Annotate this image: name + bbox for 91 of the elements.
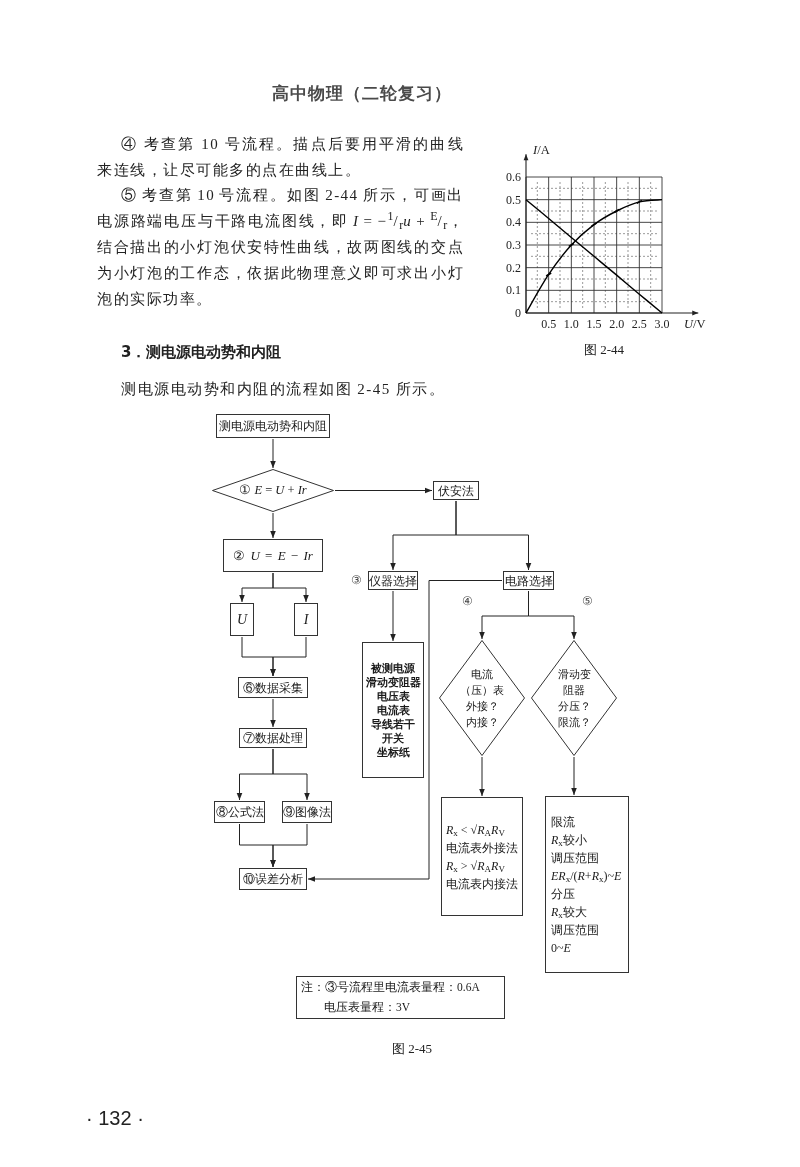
box-text: ⑩误差分析: [243, 871, 303, 888]
figure-caption: 图 2-44: [582, 341, 626, 359]
axis-label: U/V: [684, 317, 706, 331]
tick-label: 0.5: [540, 317, 558, 331]
formula-text: ① E = U + Ir: [239, 482, 307, 500]
list-item: 滑动变阻器: [365, 675, 421, 689]
tick-label: 0.3: [505, 238, 521, 252]
tick-label: 0.6: [505, 170, 521, 184]
question-text: 外接？: [465, 699, 499, 714]
tick-label: 2.0: [608, 317, 626, 331]
result-text: R$_{x}$较小: [551, 831, 587, 849]
list-item: 坐标纸: [376, 745, 410, 759]
process-box: [223, 539, 323, 572]
arrow: [270, 636, 307, 677]
arrow: [334, 487, 433, 494]
tick-label: 0.1: [505, 283, 521, 298]
tick-label: 1.0: [562, 317, 580, 331]
arrow: [571, 756, 577, 796]
arrow: [272, 748, 310, 801]
tick-label: 0.2: [505, 260, 521, 275]
box-text: ⑥数据采集: [243, 679, 303, 697]
page-number: · 132 ·: [86, 1106, 145, 1131]
list-item: 电压表: [376, 689, 410, 703]
note-text: 电压表量程：3V: [323, 1000, 411, 1015]
result-text: ER$_{x}$/(R+R$_{x}$)~E: [551, 867, 622, 885]
callout-number: ④: [462, 594, 474, 609]
body-paragraph: ⑤ 考查第 10 号流程。如图 2-44 所示，可画出电源路端电压与干路电流图线，即 I = −$^{1}$/$_{r}$u + $^{E}$/$_{r}$，结合描出的小灯泡伏安特性曲线，故两图线的交点为小灯泡的工作态，依据此物理意义即可求出小灯泡的实际功率。: [97, 186, 464, 309]
note-text: 注：③号流程里电流表量程：0.6A: [301, 979, 480, 995]
box-text: ⑦数据处理: [243, 730, 303, 747]
decision-diamond: [212, 469, 334, 512]
variable-text: U: [236, 611, 248, 629]
callout-number: ③: [351, 573, 362, 588]
result-text: 分压: [551, 885, 575, 903]
arrow: [270, 698, 276, 728]
tick-label: 0.5: [505, 192, 521, 207]
list-item: 电流表: [376, 703, 410, 717]
variable-box: [294, 603, 318, 636]
result-text: 0~E: [551, 939, 571, 957]
decision-diamond: [531, 640, 617, 756]
question-text: 限流？: [557, 715, 591, 730]
tick-label: 2.5: [630, 317, 648, 331]
note-box: [296, 976, 505, 1019]
box-text: 测电源电动势和内阻: [219, 418, 327, 435]
axis-label: I/A: [533, 143, 550, 157]
result-text: R$_{x}$ > √R$_{A}$R$_{V}$: [446, 857, 505, 875]
result-text: R$_{x}$ < √R$_{A}$R$_{V}$: [446, 821, 505, 839]
result-box: [441, 797, 523, 916]
arrow: [270, 438, 276, 469]
list-box: [362, 642, 424, 778]
body-paragraph: 测电源电动势和内阻的流程如图 2-45 所示。: [120, 380, 447, 399]
question-text: 滑动变阻器: [556, 667, 592, 698]
result-text: 调压范围: [551, 849, 599, 867]
arrow: [272, 572, 309, 603]
arrow: [455, 500, 532, 571]
box-text: ⑧公式法: [215, 804, 264, 821]
box-text: 电路选择: [504, 572, 553, 590]
list-item: 导线若干: [371, 717, 415, 731]
figure-caption: 图 2-45: [390, 1040, 434, 1058]
body-paragraph: ④ 考查第 10 号流程。描点后要用平滑的曲线来连线，让尽可能多的点在曲线上。: [97, 135, 464, 180]
process-box: [238, 677, 308, 698]
arrow: [270, 823, 308, 868]
process-box: [433, 481, 479, 500]
result-text: 电流表外接法: [446, 839, 518, 857]
variable-box: [230, 603, 254, 636]
question-text: 分压？: [557, 699, 591, 714]
variable-text: I: [303, 611, 309, 629]
formula-text: ② U = E − Ir: [233, 546, 313, 565]
result-text: 限流: [551, 813, 575, 831]
arrow: [270, 512, 276, 539]
list-item: 被测电源: [371, 661, 415, 675]
running-header: 高中物理（二轮复习）: [272, 82, 453, 104]
box-text: 仪器选择: [369, 572, 417, 590]
question-text: 电流（压）表: [459, 667, 505, 698]
result-text: 电流表内接法: [446, 875, 518, 893]
result-text: 调压范围: [551, 921, 599, 939]
question-text: 内接？: [465, 715, 499, 730]
arrow: [390, 590, 396, 642]
result-text: R$_{x}$较大: [551, 903, 587, 921]
arrow: [307, 580, 503, 882]
arrow: [479, 756, 485, 797]
callout-number: ⑤: [582, 594, 594, 609]
tick-label: 3.0: [653, 317, 671, 331]
tick-label: 1.5: [585, 317, 603, 331]
decision-diamond: [439, 640, 525, 756]
result-box: [545, 796, 629, 973]
list-item: 开关: [382, 731, 404, 745]
tick-label: 0: [514, 306, 521, 320]
tick-label: 0.4: [505, 215, 521, 230]
box-text: ⑨图像法: [283, 804, 331, 821]
box-text: 伏安法: [438, 482, 474, 500]
section-heading: 3．测电源电动势和内阻: [121, 342, 283, 362]
